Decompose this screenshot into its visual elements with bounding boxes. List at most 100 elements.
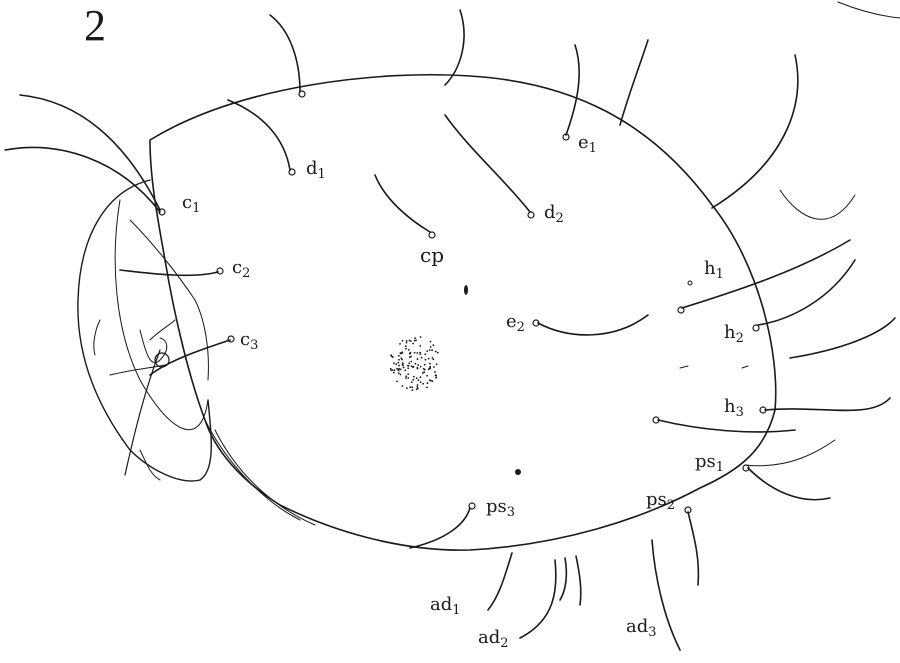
seta-anterior-1-socket [298, 90, 306, 98]
stipple-dot [434, 371, 436, 373]
stipple-dot [416, 352, 419, 354]
stipple-dot [413, 351, 416, 354]
seta-anterior-2 [444, 9, 465, 86]
stipple-dot [423, 371, 426, 374]
label-h2: h2 [724, 322, 744, 346]
stipple-dot [419, 376, 422, 379]
label-c2: c2 [232, 257, 250, 281]
palp-seta-a [93, 319, 101, 356]
stipple-dot [416, 384, 419, 386]
stipple-dot [417, 379, 420, 381]
stipple-dot [426, 386, 428, 389]
stipple-dot [405, 341, 408, 344]
stipple-dot [429, 379, 431, 381]
stipple-dot [399, 368, 402, 371]
pore-posterior [515, 469, 521, 475]
seta-c1-upper [19, 94, 161, 211]
seta-e2 [537, 314, 649, 336]
stipple-dot [397, 354, 400, 357]
seta-ps2 [687, 511, 700, 586]
seta-c3 [149, 339, 231, 376]
mark-b [741, 365, 749, 369]
seta-dorsal-3 [619, 39, 649, 126]
seta-cp-socket [428, 231, 436, 239]
seta-h2 [757, 259, 856, 326]
stipple-dot [397, 361, 400, 364]
stipple-dot [395, 363, 398, 366]
seta-ad2-c [575, 555, 582, 606]
seta-c1 [4, 146, 161, 213]
mark-a [679, 365, 689, 369]
body-outline [149, 74, 777, 551]
stipple-dot [423, 368, 426, 371]
stipple-dot [408, 356, 411, 359]
seta-c2-socket [216, 267, 224, 275]
label-ps2: ps2 [646, 489, 675, 513]
seta-ad1 [487, 552, 513, 611]
label-ps1: ps1 [695, 451, 724, 475]
stipple-dot [402, 366, 405, 369]
stipple-dot [416, 366, 419, 369]
stipple-dot [419, 381, 422, 384]
stipple-dot [424, 353, 427, 356]
propodosoma-line [129, 219, 209, 381]
seta-d2 [444, 114, 531, 213]
stipple-dot [417, 364, 420, 366]
stipple-dot [417, 387, 419, 390]
stipple-dot [423, 363, 426, 366]
stipple-dot [399, 352, 402, 354]
pore-central [464, 285, 468, 295]
seta-ps1 [747, 467, 831, 501]
stipple-dot [434, 374, 437, 377]
stipple-dot [433, 366, 435, 368]
seta-ps3-socket [468, 502, 476, 510]
stipple-dot [427, 357, 430, 360]
label-ad3: ad3 [626, 616, 657, 640]
stipple-dot [398, 358, 400, 361]
seta-ps1-outer [744, 439, 836, 467]
stipple-dot [405, 375, 408, 378]
label-e1: e1 [578, 132, 597, 156]
pore-h1 [687, 280, 693, 286]
stipple-dot [435, 363, 438, 366]
seta-ps3 [409, 507, 471, 549]
label-h1: h1 [704, 258, 724, 282]
stipple-dot [435, 376, 437, 379]
stipple-dot [410, 381, 413, 384]
stipple-dot [397, 369, 400, 372]
stipple-dot [411, 386, 414, 389]
seta-c3-socket [227, 335, 235, 343]
stipple-dot [396, 367, 398, 370]
palp-seta-b [109, 364, 166, 376]
label-ad2: ad2 [478, 627, 509, 651]
stipple-dot [415, 377, 418, 379]
stipple-dot [398, 364, 400, 367]
stipple-dot [419, 365, 422, 368]
seta-d1-socket [288, 168, 296, 176]
stipple-dot [432, 344, 435, 347]
stipple-dot [432, 358, 435, 361]
stipple-dot [412, 378, 415, 381]
stipple-dot [411, 389, 414, 392]
gnathosoma-outline [77, 179, 212, 482]
stipple-dot [429, 365, 432, 368]
stippled-patch [389, 336, 439, 392]
seta-c2 [119, 269, 219, 277]
stipple-dot [407, 377, 410, 379]
stipple-dot [393, 362, 395, 365]
stipple-dot [404, 369, 407, 372]
stipple-dot [404, 345, 407, 348]
label-e2: e2 [506, 311, 525, 335]
seta-c1-socket [158, 208, 166, 216]
stipple-dot [390, 354, 392, 357]
seta-h3-inner [657, 419, 796, 433]
stipple-dot [407, 364, 410, 367]
seta-anterior-1 [269, 14, 301, 93]
stipple-dot [436, 351, 439, 354]
stipple-dot [405, 340, 408, 342]
label-h3: h3 [724, 396, 744, 420]
seta-d1 [227, 99, 291, 171]
stipple-dot [421, 372, 424, 374]
